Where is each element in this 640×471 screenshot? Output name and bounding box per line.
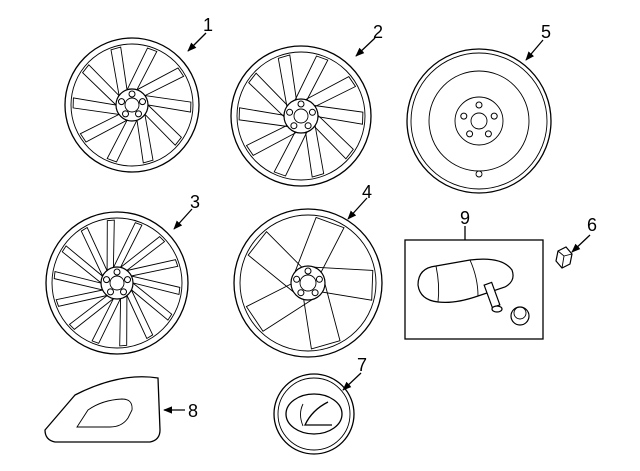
lug-hole [304, 267, 312, 275]
wheel-spoke [119, 294, 128, 347]
wheel-4[interactable] [233, 208, 383, 358]
wheel-spoke [110, 46, 128, 97]
wheel-spoke [72, 97, 120, 115]
wheel-spoke [112, 222, 143, 268]
lug-hole [311, 289, 319, 297]
valve-nut[interactable] [555, 246, 573, 269]
wheel-spoke [144, 95, 192, 113]
wheel-spoke [294, 216, 345, 273]
wheel-spoke [55, 289, 108, 307]
callout-4: 4 [362, 182, 372, 202]
lug-hole [304, 122, 312, 130]
lug-hole [135, 110, 142, 118]
lug-hole [139, 98, 146, 106]
lug-hole [103, 276, 110, 284]
wheel-spoke [126, 47, 158, 91]
wheel-spoke [238, 107, 289, 128]
tpms-sensor-box[interactable] [404, 239, 544, 340]
lug-hole [293, 275, 301, 283]
callout-2: 2 [373, 22, 383, 42]
wheel-spoke [130, 275, 181, 295]
lug-hole [484, 130, 492, 138]
callout-1: 1 [203, 15, 213, 35]
lug-hole [297, 100, 305, 108]
wheel-spoke [61, 245, 103, 284]
lug-hole [128, 90, 136, 98]
callout-6: 6 [587, 215, 597, 235]
callout-3: 3 [190, 192, 200, 212]
callout-5: 5 [541, 22, 551, 42]
callout-9: 9 [460, 208, 470, 228]
lug-hole [297, 289, 305, 297]
lug-hole [308, 108, 316, 116]
wheel-spoke [53, 271, 104, 291]
wheel-1[interactable] [64, 37, 200, 173]
wheel-spoke [136, 113, 154, 164]
lug-hole [475, 101, 483, 109]
lug-hole [460, 112, 468, 120]
wheel-spoke [126, 259, 179, 277]
wheel-spoke [106, 119, 138, 163]
wheel-spoke [106, 219, 115, 272]
wheel-3[interactable] [45, 211, 189, 355]
lug-hole [466, 130, 474, 138]
wheel-spoke [313, 104, 364, 125]
wheel-2[interactable] [230, 45, 372, 187]
lug-hole [107, 288, 114, 296]
wheel-spoke [136, 67, 185, 97]
wheel-spoke [144, 104, 183, 146]
wheel-spoke [294, 55, 329, 101]
center-cap[interactable] [273, 373, 355, 455]
lug-hole [290, 122, 298, 130]
lug-hole [315, 275, 323, 283]
callouts: 1 2 5 3 4 9 6 7 8 [188, 15, 597, 421]
wheel-spoke [245, 124, 298, 156]
lug-hole [122, 110, 129, 118]
wheel-spoke [273, 131, 308, 177]
wheel-spoke [81, 64, 120, 106]
wheel-spoke [79, 113, 128, 143]
wheel-spoke [131, 282, 173, 321]
lug-hole [120, 288, 127, 296]
callout-8: 8 [188, 401, 198, 421]
lug-hole [113, 268, 121, 276]
wheel-badge[interactable] [44, 376, 161, 443]
callout-7: 7 [357, 355, 367, 375]
wheel-5-spare[interactable] [406, 48, 552, 194]
lug-hole [118, 98, 125, 106]
leader-lines [163, 32, 591, 414]
lug-hole [286, 108, 294, 116]
lug-hole [490, 112, 498, 120]
lug-hole [124, 276, 131, 284]
wheel-spoke [91, 298, 122, 344]
wheel-spoke [304, 76, 357, 108]
